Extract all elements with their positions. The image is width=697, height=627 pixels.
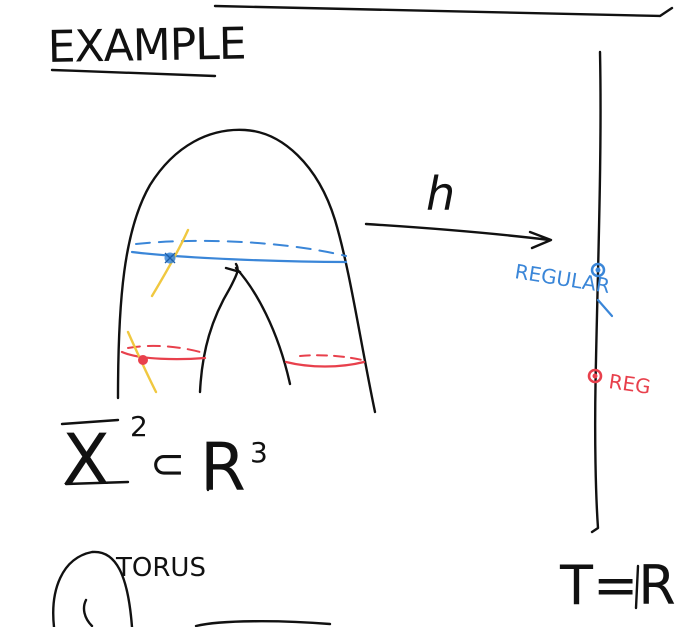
blue-critical-point-on-surface [164, 252, 176, 264]
red-level-curve-left-back [127, 344, 201, 353]
reg-value-point [587, 368, 603, 384]
title-text: EXAMPLE [47, 19, 246, 73]
regular-label-stroke [596, 298, 614, 318]
space-label-subset: ⊂ [150, 439, 185, 488]
title-underline [50, 68, 217, 78]
map-label-h: h [426, 167, 455, 221]
space-label: X 2 ⊂ R 3 [60, 410, 268, 506]
torus-inner-curve [82, 598, 94, 627]
surface-inner-hole [198, 262, 292, 394]
blue-level-curve-front [130, 250, 348, 264]
space-label-rdim: 3 [250, 436, 268, 469]
space-label-dim: 2 [130, 410, 148, 443]
blue-level-curve-back [135, 239, 347, 257]
regular-value-point [590, 262, 606, 278]
red-level-curve-left [120, 350, 207, 361]
red-point-on-surface [138, 355, 148, 365]
yellow-tangent-line-upper [150, 228, 190, 298]
target-label-r-double-stroke [634, 564, 640, 610]
surface-inner-notch [224, 266, 242, 274]
top-border-line [213, 4, 674, 18]
reg-label: REG [607, 369, 652, 399]
space-label-x: X [62, 419, 110, 501]
space-label-x-bars [60, 418, 130, 486]
torus-bottom-line [194, 620, 332, 627]
target-label: T=R [559, 554, 676, 617]
torus-label: TORUS [115, 553, 206, 583]
real-line-axis [590, 50, 602, 534]
surface-outer-outline [116, 128, 377, 414]
space-label-r-double-stroke [206, 442, 212, 492]
red-level-curve-right-back [299, 354, 363, 361]
space-label-r: R [200, 429, 246, 506]
map-arrow [364, 222, 553, 250]
torus-outline [52, 550, 134, 627]
red-level-curve-right [284, 360, 366, 368]
